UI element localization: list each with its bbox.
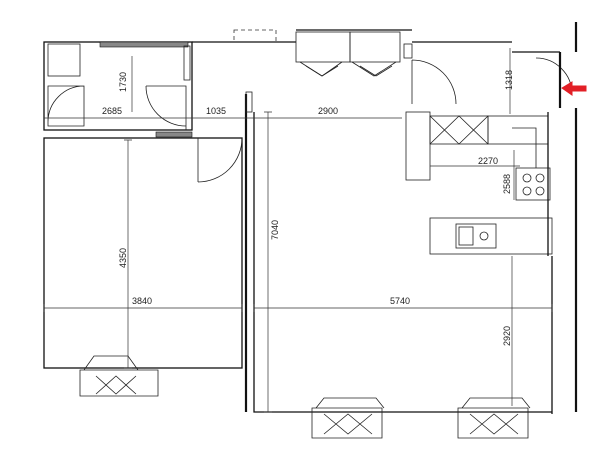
hall-column	[245, 91, 253, 113]
dim-window-offset: 2920	[502, 326, 512, 346]
shower-tray-icon	[47, 85, 85, 127]
bathroom	[43, 41, 193, 131]
dim-kitchen-depth: 2588	[502, 174, 512, 194]
kitchen	[405, 111, 553, 256]
dimension-lines	[43, 48, 553, 413]
bedroom	[43, 131, 243, 397]
sink-icon	[455, 223, 497, 249]
dim-total-depth: 7040	[270, 220, 280, 240]
wardrobes	[295, 31, 413, 77]
washing-machine-icon	[47, 43, 81, 77]
bath-cabinet	[183, 45, 191, 81]
fridge-column	[405, 111, 431, 181]
cooktop-icon	[515, 167, 551, 201]
dim-entry-depth: 1318	[504, 70, 514, 90]
living-windows	[311, 397, 531, 439]
entrance-arrow-icon	[561, 81, 587, 96]
upper-cabinets	[429, 115, 489, 145]
dim-bedroom-height: 4350	[118, 248, 128, 268]
bath-door-swing	[145, 85, 187, 130]
dim-upper-span: 2900	[318, 106, 338, 116]
entry-door-swing	[411, 59, 457, 105]
bath-wall-hatch	[99, 41, 189, 48]
ceiling-vent	[233, 29, 277, 43]
bedroom-wall-hatch	[155, 131, 193, 138]
dim-kitchen-width: 2270	[478, 156, 498, 166]
bedroom-door-swing	[197, 137, 243, 183]
bedroom-window	[79, 355, 159, 397]
dim-bath-height: 1730	[118, 72, 128, 92]
kitchen-counter	[429, 217, 553, 255]
dim-bath-width: 2685	[102, 106, 122, 116]
living-room	[192, 29, 560, 414]
exterior-wall	[558, 22, 578, 412]
dim-bedroom-width: 3840	[132, 296, 152, 306]
dim-living-width: 5740	[390, 296, 410, 306]
dim-hall-width: 1035	[206, 106, 226, 116]
